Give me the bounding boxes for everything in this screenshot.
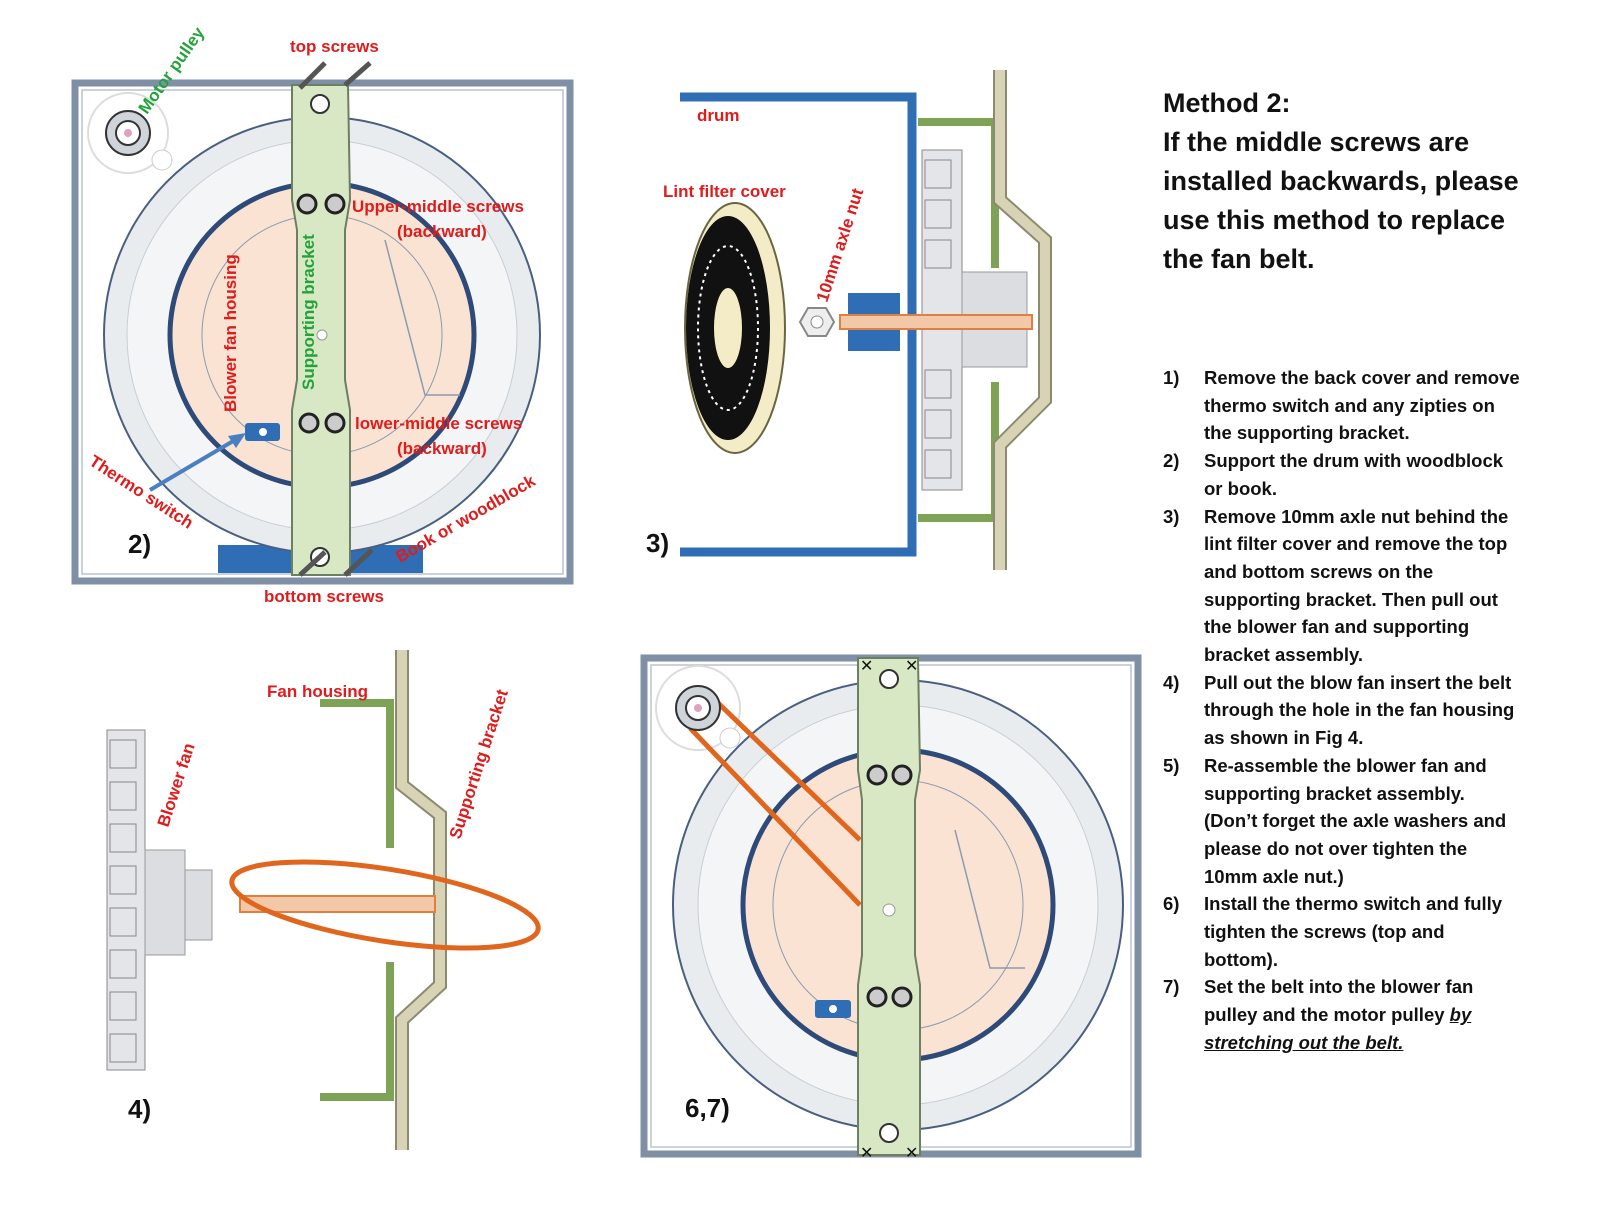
step-text-line: stretching out the belt.: [1204, 1029, 1473, 1057]
label-upper-middle-note: (backward): [397, 222, 487, 241]
step-text-line: bottom).: [1204, 948, 1278, 970]
belt: [688, 698, 862, 907]
title-line: If the middle screws are: [1163, 127, 1470, 157]
label-supporting-bracket: Supporting bracket: [446, 687, 512, 841]
label-bottom-screws: bottom screws: [264, 587, 384, 606]
screws: ✕ ✕ ✕ ✕: [860, 656, 918, 1162]
label-supporting-bracket: Supporting bracket: [299, 234, 318, 390]
step-text-line: (Don’t forget the axle washers and: [1204, 810, 1507, 832]
step-number: 7): [1163, 976, 1180, 998]
step-text-line: the blower fan and supporting: [1204, 616, 1470, 638]
step-number: 4): [1163, 671, 1180, 693]
label-drum: drum: [697, 106, 740, 125]
step-item: 5) Re-assemble the blower fan and supporti…: [1163, 752, 1593, 891]
axle: [839, 314, 1033, 330]
step-text-line: Remove the back cover and remove: [1204, 367, 1520, 388]
svg-text:✕: ✕: [905, 656, 918, 675]
step-text-line: Remove 10mm axle nut behind the: [1204, 505, 1509, 527]
step-item: 6) Install the thermo switch and fully tig…: [1163, 890, 1593, 973]
bottom-screws: [298, 548, 374, 577]
steps-list: 1) Remove the back cover and remove thermo…: [1163, 364, 1593, 1057]
label-blower-fan: Blower fan: [154, 741, 199, 830]
step-emphasis: stretching out the belt.: [1204, 1031, 1404, 1053]
step-number: 1): [1163, 367, 1180, 388]
blower-fan: [106, 729, 146, 1071]
step-text-line: Pull out the blow fan insert the belt: [1204, 671, 1512, 693]
step-text-line: through the hole in the fan housing: [1204, 699, 1515, 721]
figure-2: Motor pulley top screws Upper-middle scr…: [71, 23, 574, 606]
svg-text:✕: ✕: [860, 1143, 873, 1162]
top-screws: [298, 61, 372, 90]
step-number: 3): [1163, 505, 1180, 527]
belt: [229, 859, 541, 951]
step-item: 4) Pull out the blow fan insert the belt t…: [1163, 669, 1593, 752]
step-text-line: please do not over tighten the: [1204, 837, 1468, 859]
step-text-line: or book.: [1204, 477, 1277, 499]
figure-3: drum Lint filter cover 10mm axle nut 3): [646, 70, 1052, 570]
step-number: 2): [1163, 450, 1180, 472]
instructions-panel: Method 2: If the middle screws are install…: [1163, 84, 1593, 1057]
step-text-line: and bottom screws on the: [1204, 560, 1434, 582]
step-text-line: bracket assembly.: [1204, 644, 1364, 666]
step-text-line: 10mm axle nut.): [1204, 865, 1344, 887]
step-text-line: the supporting bracket.: [1204, 422, 1410, 444]
label-top-screws: top screws: [290, 37, 379, 56]
step-text-line: supporting bracket. Then pull out: [1204, 588, 1498, 610]
step-item: 1) Remove the back cover and remove thermo…: [1163, 364, 1593, 447]
step-item: 2) Support the drum with woodblock or book…: [1163, 447, 1593, 502]
svg-text:✕: ✕: [860, 656, 873, 675]
axle: [239, 895, 436, 913]
svg-text:✕: ✕: [905, 1143, 918, 1162]
label-lint-filter-cover: Lint filter cover: [663, 182, 786, 201]
title-line: use this method to replace: [1163, 205, 1506, 235]
step-text-line: pulley and the motor pulley by: [1204, 1004, 1472, 1026]
figure-number: 6,7): [685, 1093, 730, 1123]
label-upper-middle: Upper-middle screws: [352, 197, 524, 216]
figure-number: 2): [128, 529, 151, 559]
figure-number: 4): [128, 1094, 151, 1124]
label-lower-middle-note: (backward): [397, 439, 487, 458]
step-text-line: lint filter cover and remove the top: [1204, 533, 1508, 555]
method-title: Method 2: If the middle screws are install…: [1163, 84, 1593, 279]
step-text-line: Support the drum with woodblock: [1204, 450, 1504, 472]
figure-4: Fan housing Blower fan Supporting bracke…: [106, 650, 541, 1150]
step-item: 3) Remove 10mm axle nut behind the lint fi…: [1163, 503, 1593, 669]
step-text-line: as shown in Fig 4.: [1204, 727, 1364, 749]
arrow: [148, 435, 242, 492]
step-text-line: Re-assemble the blower fan and: [1204, 754, 1487, 776]
lower-middle-screws: [298, 412, 346, 434]
step-number: 6): [1163, 893, 1180, 915]
upper-middle-screws: [296, 193, 346, 215]
step-text-line: supporting bracket assembly.: [1204, 782, 1465, 804]
step-text-line: thermo switch and any zipties on: [1204, 394, 1495, 416]
label-blower-fan-housing: Blower fan housing: [221, 254, 240, 412]
label-lower-middle: lower-middle screws: [355, 414, 522, 433]
step-text-line: tighten the screws (top and: [1204, 921, 1445, 943]
step-item: 7) Set the belt into the blower fan pulley…: [1163, 973, 1593, 1056]
title-line: installed backwards, please: [1163, 166, 1519, 196]
step-text-line: Install the thermo switch and fully: [1204, 893, 1503, 915]
step-number: 5): [1163, 754, 1180, 776]
title-line: the fan belt.: [1163, 244, 1315, 274]
figure-number: 3): [646, 528, 669, 558]
label-axle-nut: 10mm axle nut: [813, 186, 868, 305]
title-line: Method 2:: [1163, 88, 1291, 118]
fan-housing: [320, 699, 394, 848]
step-text-line: Set the belt into the blower fan: [1204, 976, 1474, 998]
step-emphasis: by: [1449, 1004, 1472, 1026]
label-fan-housing: Fan housing: [267, 682, 368, 701]
figure-6-7: ✕ ✕ ✕ ✕ 6,7): [640, 654, 1142, 1162]
